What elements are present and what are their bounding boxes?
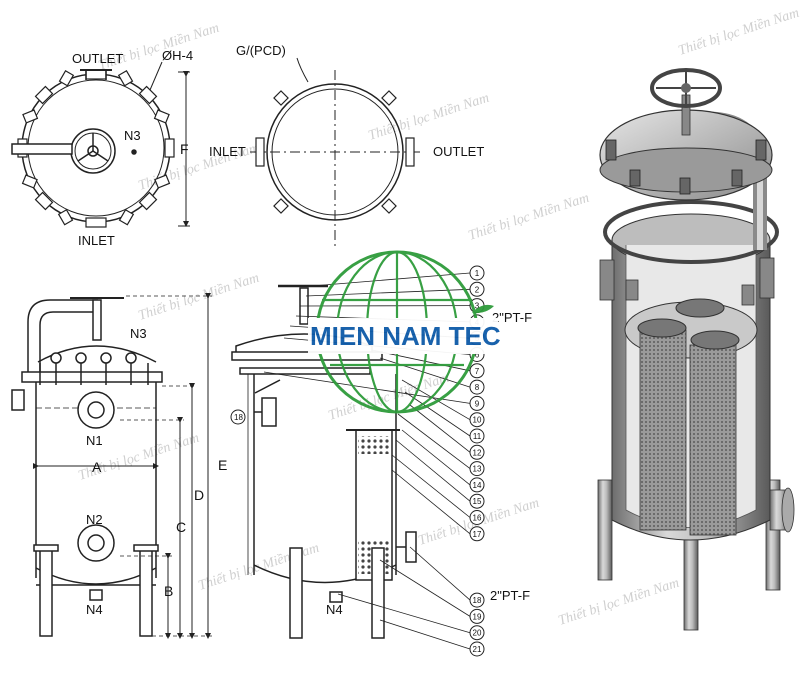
callout-number: 20 [473, 629, 482, 638]
top-view-right [250, 58, 420, 250]
watermark: Thiết bị lọc Miền Nam [557, 576, 681, 629]
callout-number: 13 [473, 465, 482, 474]
callout-leader [410, 405, 470, 452]
callout-number: 14 [473, 481, 482, 490]
callout-number: 10 [473, 416, 482, 425]
callout-leader [380, 620, 470, 649]
callout-number: 16 [473, 514, 482, 523]
hole-label: ØH-4 [162, 48, 193, 63]
top-view-left [12, 62, 190, 227]
callout-number: 17 [473, 530, 482, 539]
n3-label: N3 [124, 128, 141, 143]
pcd-label: G/(PCD) [236, 43, 286, 58]
outlet-label-right: OUTLET [433, 144, 484, 159]
callout-number: 1 [475, 269, 480, 278]
callout-number: 18 [473, 596, 482, 605]
dim-e-label: E [218, 457, 227, 473]
dim-c-label: C [176, 519, 186, 535]
n4-section-label: N4 [326, 602, 343, 617]
callout-number: 19 [473, 612, 482, 621]
callout-number: 7 [475, 367, 480, 376]
n2-label: N2 [86, 512, 103, 527]
callout-number: 11 [473, 432, 482, 441]
callout-leader [410, 547, 470, 600]
logo-text: MIEN NAM TEC [310, 321, 501, 351]
callout-number: 2 [475, 285, 480, 294]
callout-leader [398, 414, 470, 469]
outlet-label: OUTLET [72, 51, 123, 66]
dim-b-label: B [164, 583, 173, 599]
dim-a-label: A [92, 459, 102, 475]
callout-leader [306, 289, 470, 296]
n3-front-label: N3 [130, 326, 147, 341]
callout-number: 15 [473, 497, 482, 506]
housing-3d-render [598, 70, 794, 630]
callout-leader [338, 594, 470, 633]
callout-number: 21 [473, 645, 482, 654]
callout-leader [392, 470, 470, 534]
watermark: Thiết bị lọc Miền Nam [677, 6, 800, 59]
callout-leader [402, 430, 470, 485]
note-bottom: 2"PT-F [490, 588, 530, 603]
dim-d-label: D [194, 487, 204, 503]
side-callout-18: 18 [234, 413, 243, 422]
callout-number: 9 [475, 399, 480, 408]
front-view [12, 296, 212, 636]
n1-label: N1 [86, 433, 103, 448]
callout-number: 8 [475, 383, 480, 392]
watermark: Thiết bị lọc Miền Nam [137, 271, 261, 324]
n4-label: N4 [86, 602, 103, 617]
dim-f-label: F [180, 141, 189, 157]
watermark: Thiết bị lọc Miền Nam [467, 191, 591, 244]
inlet-label: INLET [78, 233, 115, 248]
inlet-label-right: INLET [209, 144, 246, 159]
callout-leader [392, 455, 470, 518]
callout-number: 12 [473, 448, 482, 457]
callout-leader [396, 440, 470, 501]
